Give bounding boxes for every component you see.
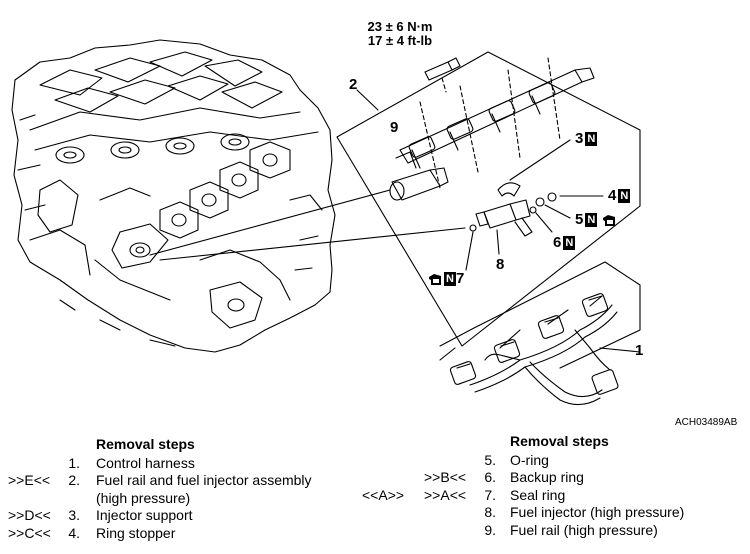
step-text: Control harness (96, 454, 195, 471)
step-number: 1. (68, 454, 80, 471)
seal-ring-part (469, 224, 477, 232)
step-ref: <<A>> (362, 486, 405, 503)
step-text: Fuel rail (high pressure) (510, 521, 658, 538)
callout-2: 2 (349, 76, 358, 93)
control-harness-part (439, 261, 641, 406)
left-removal-steps: Removal steps 1. Control harness >>E<< 2… (0, 436, 370, 543)
callout-1: 1 (635, 342, 644, 359)
step-text: Backup ring (510, 469, 584, 486)
step-text: O-ring (510, 451, 549, 468)
step-number: 9. (484, 521, 496, 538)
step-item: >>E<< 2. Fuel rail and fuel injector ass… (0, 472, 370, 490)
callout-3: 3 (575, 130, 584, 147)
callout-9: 9 (390, 119, 399, 136)
diagram-drawing (11, 39, 641, 406)
removal-steps-heading: Removal steps (510, 433, 609, 449)
step-item: 9. Fuel rail (high pressure) (360, 522, 748, 540)
step-number: 6. (484, 469, 496, 486)
callout-8: 8 (496, 256, 505, 273)
torque-spec: 23 ± 6 N·m 17 ± 4 ft-lb (350, 20, 450, 48)
image-code: ACH03489AB (675, 417, 738, 428)
step-number: 3. (68, 507, 80, 524)
new-part-mark-icon: N (563, 236, 576, 251)
new-part-mark-icon: N (585, 132, 598, 147)
step-item: <<A>> >>A<< 7. Seal ring (360, 487, 748, 505)
removal-steps-heading: Removal steps (96, 436, 195, 452)
ring-stopper-part (547, 192, 557, 202)
new-part-mark-icon: N (585, 213, 598, 228)
fuel-injector-part (475, 199, 533, 237)
step-text: Fuel rail and fuel injector assembly (96, 472, 312, 489)
oil-can-icon (428, 273, 442, 286)
step-number: 4. (68, 524, 80, 541)
callout-4: 4 (608, 187, 617, 204)
right-removal-steps: Removal steps 5. O-ring >>B<< 6. Backup … (360, 433, 748, 540)
step-number: 2. (68, 472, 80, 489)
step-text: Fuel injector (high pressure) (510, 504, 685, 521)
step-item: >>D<< 3. Injector support (0, 507, 370, 525)
step-item: >>B<< 6. Backup ring (360, 469, 748, 487)
torque-metric: 23 ± 6 N·m (367, 19, 433, 34)
step-ref: >>D<< (8, 507, 51, 524)
callout-6: 6 (553, 234, 562, 251)
step-item: 8. Fuel injector (high pressure) (360, 504, 748, 522)
oil-can-icon (602, 214, 616, 227)
step-item: >>C<< 4. Ring stopper (0, 525, 370, 543)
injector-support-part (497, 182, 521, 197)
step-ref: >>C<< (8, 524, 51, 541)
torque-imperial: 17 ± 4 ft-lb (367, 33, 433, 48)
step-continuation: (high pressure) (0, 490, 370, 508)
step-ref: >>E<< (8, 472, 51, 489)
step-ref-secondary: >>B<< (424, 469, 467, 486)
step-text-continued: (high pressure) (96, 489, 191, 506)
backup-ring-part (529, 206, 537, 214)
exploded-frame (336, 51, 641, 347)
new-part-mark-icon: N (444, 272, 456, 287)
step-ref-secondary: >>A<< (424, 486, 467, 503)
callout-5: 5 (575, 211, 584, 228)
fuel-pressure-sensor-part (389, 151, 449, 201)
engine-block (11, 39, 336, 353)
fuel-rail-assembly (399, 57, 595, 189)
step-item: 5. O-ring (360, 452, 748, 470)
step-item: 1. Control harness (0, 455, 370, 473)
callout-7: 7 (456, 270, 465, 287)
step-text: Ring stopper (96, 524, 176, 541)
step-text: Injector support (96, 507, 193, 524)
step-text: Seal ring (510, 486, 566, 503)
step-number: 5. (484, 451, 496, 468)
step-number: 8. (484, 504, 496, 521)
new-part-mark-icon: N (618, 189, 631, 204)
o-ring-part (535, 197, 545, 207)
step-number: 7. (484, 486, 496, 503)
